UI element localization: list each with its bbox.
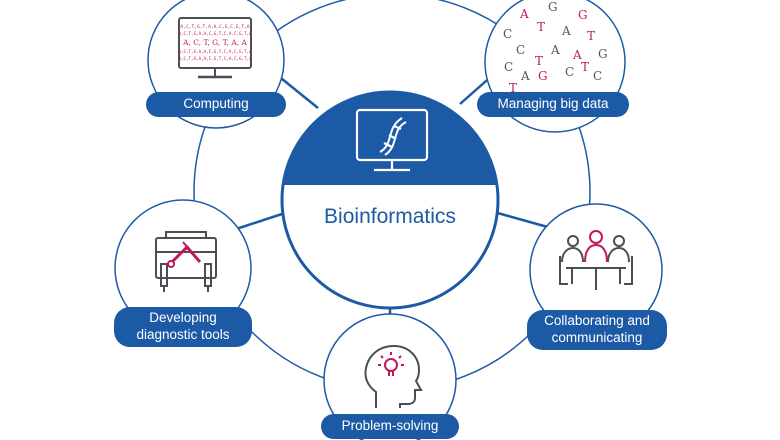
letter: T [535, 54, 543, 68]
letter: T [587, 29, 595, 43]
computing-label-text: Computing [183, 96, 249, 112]
scattered-letters-icon: A G C T A G C A T T A G C A T G C T C [503, 0, 608, 95]
toolbox-icon [155, 231, 217, 292]
collaborating-label-line-2: communicating [551, 330, 643, 345]
letter: G [578, 8, 588, 22]
computing-label: Computing [146, 92, 286, 117]
screen-line-2: A,C,T,G,A,A,C,G,T,C,A,C,G,T,A [178, 31, 252, 36]
center-title: Bioinformatics [324, 205, 456, 228]
letter: T [537, 20, 545, 34]
letter: A [519, 7, 529, 21]
diagnostic-tools-label-line-2: diagnostic tools [136, 327, 230, 342]
problem-solving-label-text: Problem-solving [341, 418, 439, 434]
letter: C [593, 69, 602, 83]
problem-solving-label: Problem-solving [321, 414, 459, 439]
collaborating-label: Collaborating and communicating [527, 310, 667, 350]
letter: C [516, 43, 525, 57]
center-node [280, 90, 500, 310]
letter: C [565, 65, 574, 79]
letter: A [550, 43, 560, 57]
letter: C [504, 60, 513, 74]
letter: A [572, 48, 582, 62]
screen-line-1: A,C,T,G,T,A,A,C,G,C,G,T,A [180, 24, 249, 30]
letter: G [538, 69, 548, 83]
screen-line-5: A,C,T,G,A,A,C,G,T,C,A,C,G,T,A [178, 56, 252, 61]
people-at-table-icon [559, 230, 633, 290]
problem-solving-node-circle [323, 313, 457, 440]
letter: A [561, 24, 571, 38]
screen-line-4: A,C,T,G,A,A,C,G,T,C,A,C,G,T,A [178, 49, 252, 54]
big-data-label: Managing big data [477, 92, 629, 117]
letter: T [581, 60, 589, 74]
letter: A [520, 69, 530, 83]
monitor-sequence-icon: A,C,T,G,T,A,A,C,G,C,G,T,A A,C,T,G,A,A,C,… [178, 17, 252, 79]
diagnostic-tools-label-line-1: Developing [149, 310, 217, 326]
head-lightbulb-icon [364, 344, 423, 408]
letter: G [598, 47, 608, 61]
letter: C [503, 27, 512, 41]
diagnostic-tools-label: Developing diagnostic tools [114, 307, 252, 347]
dna-monitor-icon [355, 108, 429, 172]
collaborating-label-line-1: Collaborating and [544, 313, 650, 329]
letter: T [509, 81, 517, 95]
screen-line-3: A, C, T, G, T, A, A [182, 38, 247, 47]
letter: G [548, 0, 558, 14]
big-data-label-text: Managing big data [497, 96, 609, 112]
